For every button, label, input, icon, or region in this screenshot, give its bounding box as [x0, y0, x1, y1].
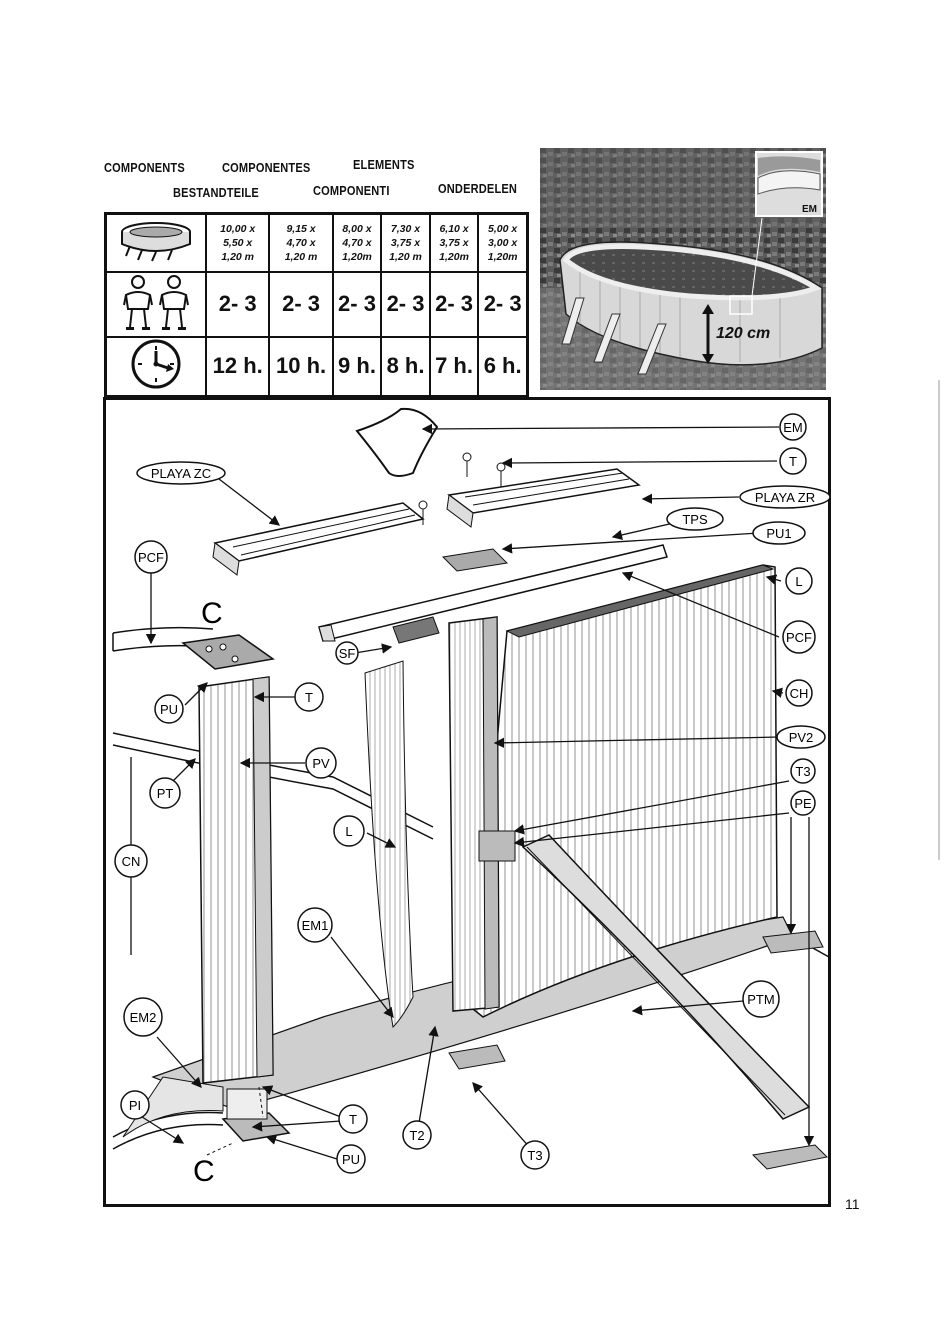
svg-text:C: C: [201, 597, 223, 630]
svg-text:PV2: PV2: [789, 730, 814, 745]
label-t-bottom: T: [338, 1104, 368, 1134]
label-c-bottom: C: [193, 1155, 215, 1188]
svg-text:PV: PV: [312, 756, 330, 771]
svg-text:PU1: PU1: [766, 526, 791, 541]
label-playa-zc: PLAYA ZC: [136, 461, 226, 485]
header-onderdelen: ONDERDELEN: [438, 181, 518, 196]
height-label: 120 cm: [716, 325, 770, 342]
label-ptm: PTM: [742, 980, 780, 1018]
persons-cell: 2- 3: [428, 270, 480, 338]
svg-text:EM: EM: [783, 420, 803, 435]
svg-text:T3: T3: [795, 764, 810, 779]
label-cn: CN: [114, 844, 148, 878]
two-persons-icon: [104, 270, 207, 338]
persons-row: 2- 3 2- 3 2- 3 2- 3 2- 3 2- 3: [104, 270, 529, 338]
page-number: 11: [845, 1196, 860, 1212]
label-playa-zr: PLAYA ZR: [739, 485, 831, 509]
svg-text:PCF: PCF: [138, 550, 164, 565]
inset-label: EM: [802, 204, 817, 215]
label-t-top: T: [779, 447, 807, 475]
svg-text:T2: T2: [409, 1128, 424, 1143]
pool-icon: [104, 212, 207, 273]
svg-text:PU: PU: [342, 1152, 360, 1167]
label-pu-left: PU: [154, 694, 184, 724]
label-t-mid: T: [294, 682, 324, 712]
persons-cell: 2- 3: [268, 270, 334, 338]
header-componenti: COMPONENTI: [313, 183, 390, 198]
svg-text:EM1: EM1: [302, 918, 329, 933]
label-l-right: L: [785, 567, 813, 595]
hours-cell: 6 h.: [477, 335, 529, 397]
persons-cell: 2- 3: [204, 270, 271, 338]
label-ch: CH: [785, 679, 813, 707]
header-bestandteile: BESTANDTEILE: [173, 185, 259, 200]
label-pi: PI: [120, 1090, 150, 1120]
label-pe: PE: [790, 790, 816, 816]
scan-edge: [938, 380, 940, 860]
svg-text:PLAYA ZR: PLAYA ZR: [755, 490, 815, 505]
svg-text:PCF: PCF: [786, 630, 812, 645]
svg-text:T: T: [305, 690, 313, 705]
svg-text:EM2: EM2: [130, 1010, 157, 1025]
clock-icon: [104, 335, 207, 397]
svg-text:CN: CN: [122, 854, 141, 869]
label-pt: PT: [149, 777, 181, 809]
persons-cell: 2- 3: [380, 270, 431, 338]
svg-text:PT: PT: [157, 786, 174, 801]
label-t2: T2: [402, 1120, 432, 1150]
label-em2: EM2: [123, 997, 163, 1037]
label-pcf-left: PCF: [134, 540, 168, 574]
svg-text:T: T: [349, 1112, 357, 1127]
svg-text:PI: PI: [129, 1098, 141, 1113]
label-em: EM: [779, 413, 807, 441]
hours-cell: 7 h.: [428, 335, 480, 397]
svg-text:C: C: [193, 1155, 215, 1188]
label-pu1: PU1: [752, 521, 806, 545]
svg-text:CH: CH: [790, 686, 809, 701]
header-componentes: COMPONENTES: [222, 160, 311, 175]
svg-text:L: L: [795, 574, 802, 589]
label-tps: TPS: [666, 507, 724, 531]
svg-text:PLAYA ZC: PLAYA ZC: [151, 466, 211, 481]
label-l-mid: L: [333, 815, 365, 847]
persons-cell: 2- 3: [331, 270, 383, 338]
label-c-top: C: [201, 597, 223, 630]
svg-text:TPS: TPS: [682, 512, 708, 527]
persons-cell: 2- 3: [477, 270, 529, 338]
hours-cell: 10 h.: [268, 335, 334, 397]
label-sf: SF: [335, 641, 359, 665]
label-t3-bottom: T3: [520, 1140, 550, 1170]
svg-text:T: T: [789, 454, 797, 469]
hours-cell: 9 h.: [331, 335, 383, 397]
header-elements: ELEMENTS: [353, 157, 415, 172]
label-pv: PV: [305, 747, 337, 779]
header-components: COMPONENTS: [104, 160, 185, 175]
svg-text:PTM: PTM: [747, 992, 774, 1007]
pool-photo: EM 120 cm: [540, 148, 826, 390]
svg-text:PU: PU: [160, 702, 178, 717]
label-pu-bottom: PU: [336, 1144, 366, 1174]
label-pcf-right: PCF: [782, 620, 816, 654]
svg-text:SF: SF: [339, 646, 356, 661]
svg-text:T3: T3: [527, 1148, 542, 1163]
label-em1: EM1: [297, 907, 333, 943]
label-t3-right: T3: [790, 758, 816, 784]
hours-cell: 8 h.: [380, 335, 431, 397]
label-pv2: PV2: [776, 725, 826, 749]
assembly-diagram: EM T PLAYA ZR PLAYA ZC TPS PU1 PCF L C P…: [103, 397, 831, 1207]
hours-row: 12 h. 10 h. 9 h. 8 h. 7 h. 6 h.: [104, 335, 529, 397]
hours-cell: 12 h.: [204, 335, 271, 397]
svg-text:L: L: [345, 824, 352, 839]
svg-text:PE: PE: [794, 796, 812, 811]
